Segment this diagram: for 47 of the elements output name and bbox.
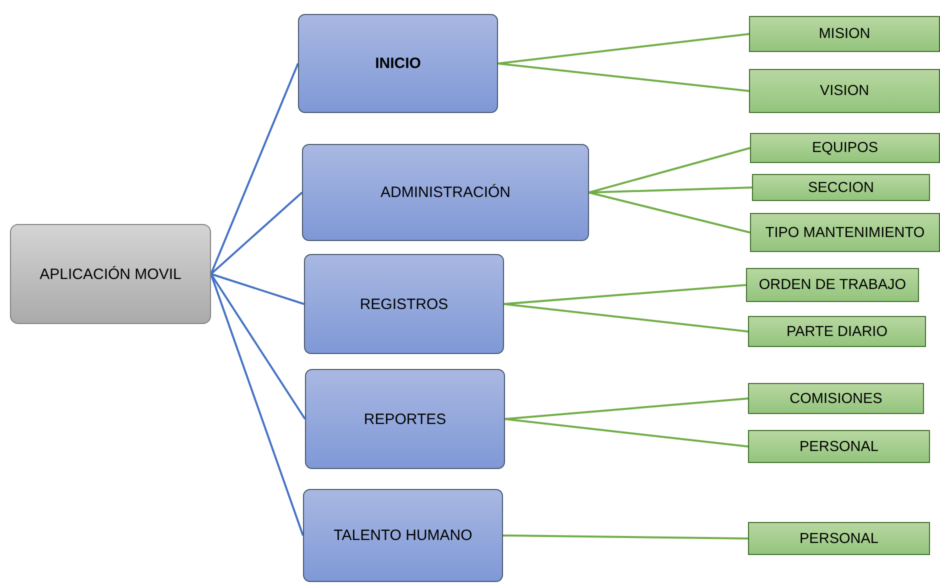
connector-line: [588, 186, 752, 194]
connector-line: [588, 147, 750, 194]
node-label: INICIO: [374, 55, 422, 72]
item-box: [748, 316, 926, 347]
item-box: [750, 213, 940, 252]
connector-line: [504, 303, 748, 332]
connector-line: [498, 62, 750, 92]
item-box: [752, 174, 930, 201]
node-label: PERSONAL: [798, 438, 880, 454]
node-label: ORDEN DE TRABAJO: [758, 277, 908, 293]
item-box: [750, 133, 940, 163]
category-box: [302, 144, 589, 241]
category-box: [298, 14, 498, 113]
node-label: TIPO MANTENIMIENTO: [764, 224, 926, 240]
node-label: REPORTES: [362, 410, 448, 428]
connector-line: [210, 273, 304, 305]
connector-line: [498, 33, 750, 64]
category-box: [303, 489, 503, 582]
node-label: EQUIPOS: [810, 140, 880, 156]
node-label: COMISIONES: [788, 390, 884, 406]
node-label: APLICACIÓN MOVIL: [38, 266, 182, 282]
connector-line: [504, 418, 748, 448]
item-box: [748, 430, 930, 463]
connector-line: [210, 274, 304, 536]
connector-line: [210, 63, 299, 274]
item-box: [746, 268, 919, 302]
node-label: PERSONAL: [798, 530, 880, 546]
item-box: [749, 69, 940, 113]
connector-line: [210, 273, 306, 420]
item-box: [748, 383, 924, 414]
connector-line: [504, 398, 748, 420]
category-box: [304, 254, 504, 354]
node-label: REGISTROS: [358, 296, 450, 312]
node-label: MISION: [818, 26, 872, 42]
category-box: [305, 369, 505, 469]
node-label: SECCION: [806, 180, 876, 196]
item-box: [748, 522, 930, 555]
node-label: ADMINISTRACIÓN: [379, 184, 512, 201]
connector-line: [588, 192, 750, 234]
connector-line: [504, 284, 746, 305]
root-box: [10, 224, 211, 324]
node-label: VISION: [818, 83, 870, 99]
connector-line: [210, 192, 303, 275]
item-box: [749, 16, 940, 52]
node-label: TALENTO HUMANO: [332, 527, 474, 544]
node-label: PARTE DIARIO: [786, 324, 888, 340]
connector-line: [502, 534, 748, 540]
